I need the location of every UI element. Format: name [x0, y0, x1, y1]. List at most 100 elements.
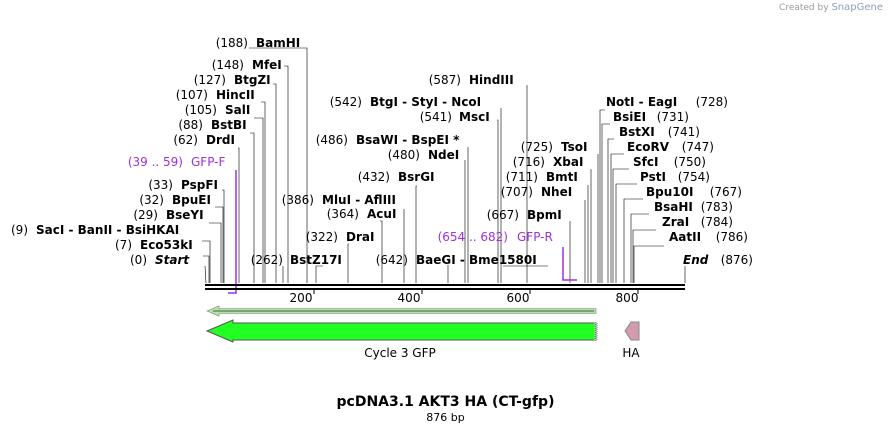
site-labels: (188) BamHI (148) MfeI (127) BtgZI (107)… — [11, 36, 753, 267]
site-pos: (754) — [678, 170, 710, 184]
site-pos: (707) — [501, 185, 533, 199]
site-name: NheI — [541, 185, 572, 199]
site-pos: (9) — [11, 223, 28, 237]
site-name: ZraI — [662, 215, 689, 229]
site-name: BpmI — [527, 208, 562, 222]
site-name: MfeI — [252, 58, 282, 72]
site-pos: (364) — [327, 207, 359, 221]
site-name: BseYI — [166, 208, 204, 222]
site-pos: (642) — [376, 253, 408, 267]
site-pos: (322) — [306, 230, 338, 244]
ruler-tick: 200 — [290, 291, 313, 305]
site-name: BmtI — [546, 170, 578, 184]
ruler-tick: 600 — [507, 291, 530, 305]
ruler-tick: 800 — [616, 291, 639, 305]
site-pos: (62) — [173, 133, 198, 147]
site-name: MscI — [459, 110, 490, 124]
feature-cycle3-gfp[interactable]: Cycle 3 GFP — [205, 319, 598, 360]
site-pos: (767) — [710, 185, 742, 199]
primer-gfp-f[interactable]: (39 .. 59) GFP-F — [128, 155, 237, 294]
plasmid-title: pcDNA3.1 AKT3 HA (CT-gfp) — [336, 394, 555, 410]
site-pos: (29) — [133, 208, 158, 222]
site-name: TsoI — [561, 140, 587, 154]
feature-ha[interactable]: HA — [622, 321, 640, 360]
feature-label: Cycle 3 GFP — [364, 346, 436, 360]
primer-range: (39 .. 59) — [128, 155, 183, 169]
site-name: SalI — [225, 103, 250, 117]
site-lines — [202, 47, 686, 284]
site-pos: (188) — [216, 36, 248, 50]
site-name: AatII — [669, 230, 701, 244]
site-name: BstXI — [619, 125, 655, 139]
site-pos: (107) — [176, 88, 208, 102]
site-pos: (88) — [178, 118, 203, 132]
site-pos: (32) — [139, 193, 164, 207]
site-name: BstZ17I — [290, 253, 342, 267]
site-pos: (747) — [682, 140, 714, 154]
primer-gfp-r[interactable]: (654 .. 682) GFP-R — [438, 230, 577, 281]
orf-arrow — [206, 305, 597, 317]
primer-name: GFP-R — [517, 230, 553, 244]
site-name: BsaWI - BspEI * — [356, 133, 460, 147]
site-pos: (105) — [185, 103, 217, 117]
site-name: NdeI — [428, 148, 459, 162]
site-pos: (876) — [721, 253, 753, 267]
site-pos: (587) — [429, 73, 461, 87]
site-name: DraI — [346, 230, 374, 244]
site-name: BsaHI — [654, 200, 693, 214]
site-pos: (262) — [251, 253, 283, 267]
snapgene-brand: Created by SnapGene — [779, 2, 883, 13]
site-name: Start — [155, 253, 190, 267]
site-name: BtgZI — [234, 73, 271, 87]
ruler-labels: 200 400 600 800 — [290, 291, 639, 305]
site-name: BsiEI — [613, 110, 646, 124]
site-name: EcoRV — [627, 140, 670, 154]
site-name: BpuEI — [172, 193, 211, 207]
site-name: SacI - BanII - BsiHKAI — [36, 223, 179, 237]
site-pos: (486) — [316, 133, 348, 147]
feature-label: HA — [622, 346, 640, 360]
site-name: End — [683, 253, 709, 267]
site-name: BamHI — [256, 36, 300, 50]
site-name: BtgI - StyI - NcoI — [370, 95, 481, 109]
site-pos: (432) — [358, 170, 390, 184]
site-name: Eco53kI — [140, 238, 193, 252]
site-pos: (667) — [487, 208, 519, 222]
site-pos: (480) — [388, 148, 420, 162]
site-name: BstBI — [211, 118, 247, 132]
ruler-tick: 400 — [398, 291, 421, 305]
snapgene-logo: SnapGene — [831, 2, 883, 13]
site-name: NotI - EagI — [606, 95, 677, 109]
site-name: PstI — [640, 170, 666, 184]
site-pos: (750) — [674, 155, 706, 169]
primer-name: GFP-F — [191, 155, 226, 169]
site-name: DrdI — [206, 133, 235, 147]
site-name: HincII — [216, 88, 255, 102]
site-pos: (784) — [701, 215, 733, 229]
site-pos: (716) — [513, 155, 545, 169]
site-name: XbaI — [553, 155, 583, 169]
site-pos: (783) — [701, 200, 733, 214]
site-pos: (127) — [194, 73, 226, 87]
site-pos: (731) — [657, 110, 689, 124]
site-pos: (541) — [420, 110, 452, 124]
site-pos: (386) — [282, 193, 314, 207]
site-pos: (741) — [668, 125, 700, 139]
site-name: MluI - AflIII — [322, 193, 396, 207]
site-pos: (0) — [130, 253, 147, 267]
site-pos: (711) — [506, 170, 538, 184]
site-pos: (725) — [521, 140, 553, 154]
dna-backbone — [205, 284, 685, 294]
site-name: HindIII — [469, 73, 514, 87]
site-pos: (7) — [115, 238, 132, 252]
site-name: SfcI — [633, 155, 658, 169]
primer-range: (654 .. 682) — [438, 230, 508, 244]
site-pos: (33) — [148, 178, 173, 192]
site-name: AcuI — [367, 207, 396, 221]
site-pos: (542) — [330, 95, 362, 109]
site-pos: (728) — [696, 95, 728, 109]
site-pos: (148) — [212, 58, 244, 72]
brand-prefix: Created by — [779, 3, 829, 13]
site-pos: (786) — [716, 230, 748, 244]
